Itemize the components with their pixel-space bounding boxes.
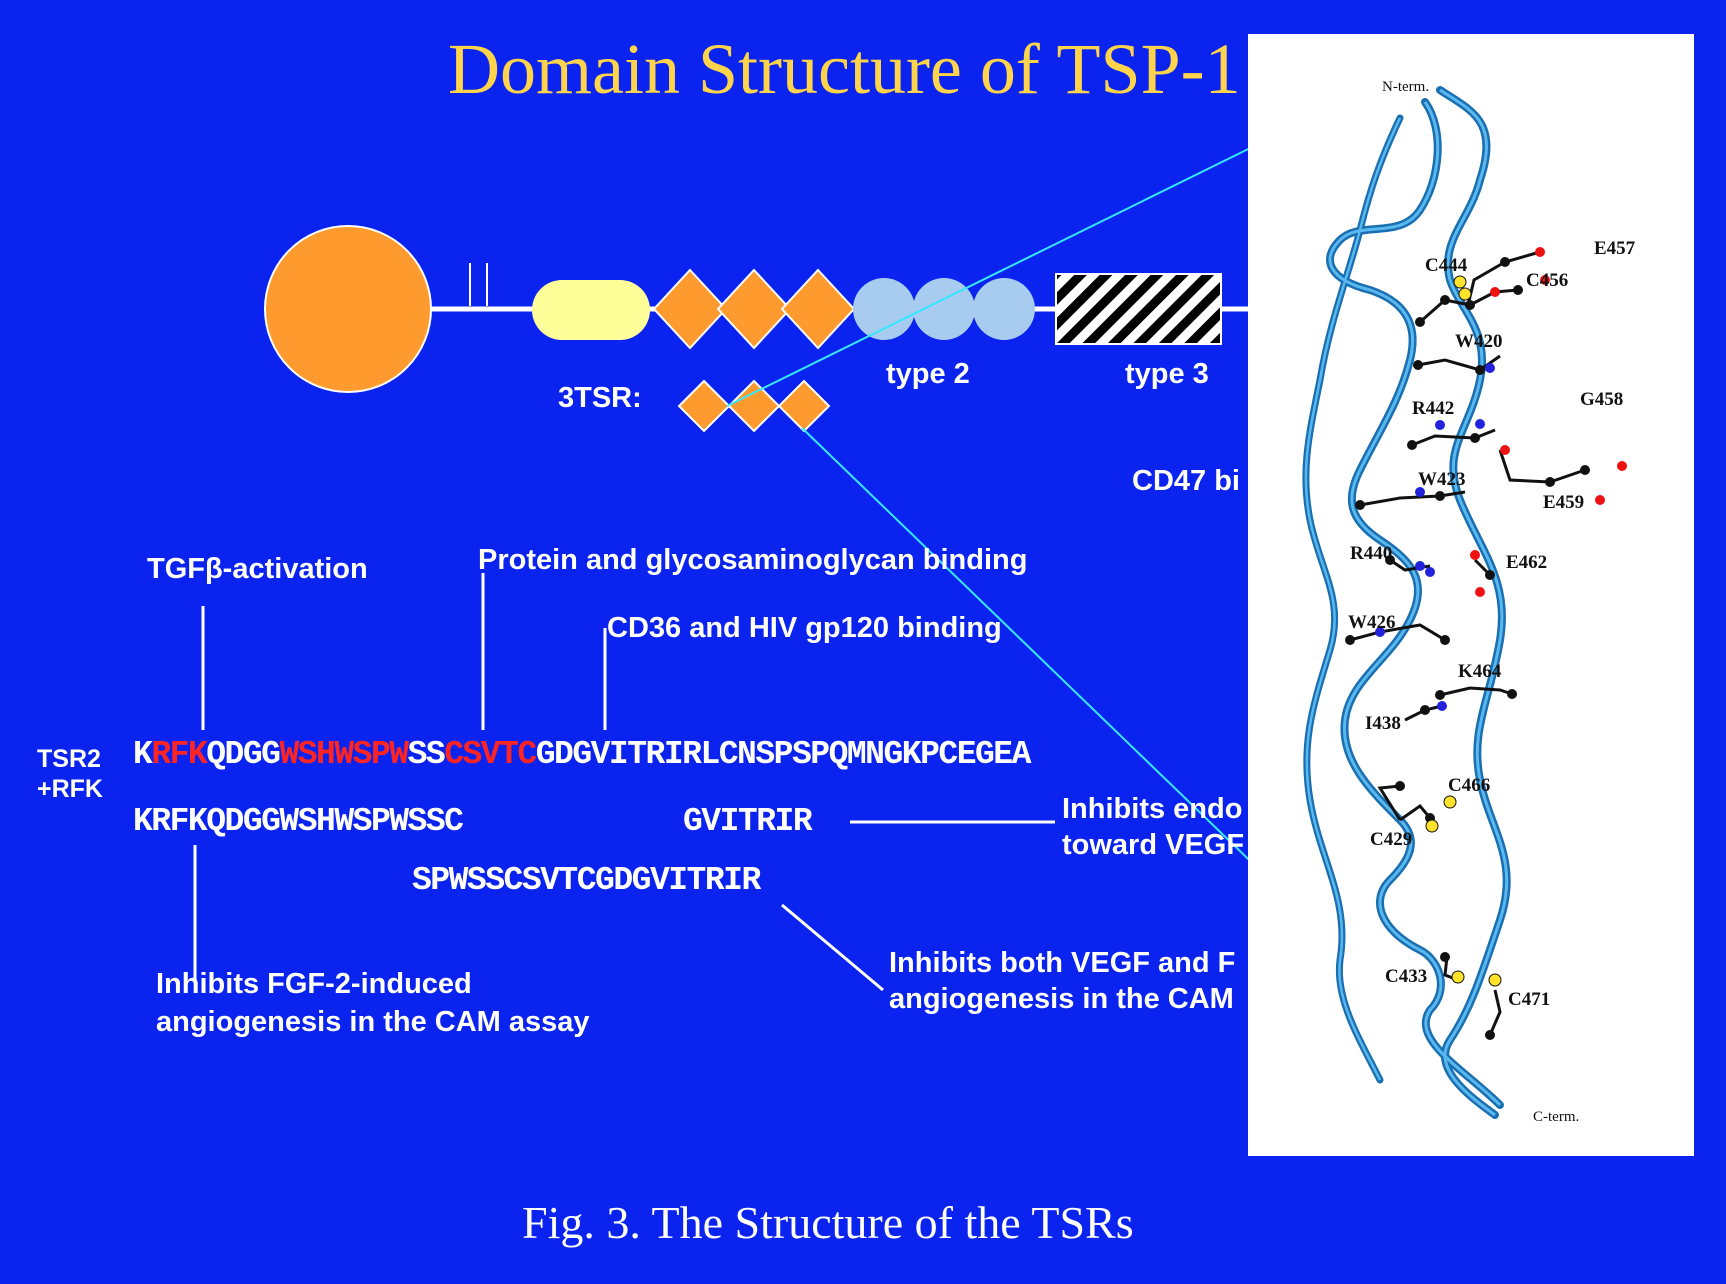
residue-label: W423: [1418, 469, 1466, 490]
inhibits-both-line2: angiogenesis in the CAM: [889, 983, 1234, 1015]
peptide-spwss: SPWSSCSVTCGDGVITRIR: [412, 862, 761, 899]
cd36-label: CD36 and HIV gp120 binding: [607, 612, 1002, 644]
tsr-diamond: [780, 268, 856, 350]
type2-repeat: [973, 278, 1035, 340]
sequence-label-line2: +RFK: [37, 775, 103, 803]
ribbon-strand-2-hl: [1439, 88, 1509, 1117]
seq-part: GDGVITRIRLCNSPSPQMNGKPCEGEA: [535, 736, 1032, 773]
inhibits-endo-line1: Inhibits endo: [1062, 793, 1243, 825]
inhibits-endo-line2: toward VEGF: [1062, 829, 1245, 861]
seq-part: QDGG: [206, 736, 281, 773]
residue-label: C429: [1370, 829, 1412, 850]
tsr3-label: 3TSR:: [558, 382, 642, 414]
residue-label: G458: [1580, 389, 1623, 410]
residue-label: R442: [1412, 398, 1454, 419]
type3-label: type 3: [1125, 358, 1209, 390]
cd47-label: CD47 bi: [1132, 465, 1240, 497]
c-term-label: C-term.: [1533, 1109, 1579, 1125]
seq-csvtc: CSVTC: [444, 736, 537, 773]
n-terminal-domain: [264, 225, 432, 393]
seq-wshwspw: WSHWSPW: [279, 736, 409, 773]
residue-label: K464: [1458, 661, 1502, 682]
residue-label: E459: [1543, 492, 1584, 513]
inhibits-both-line1: Inhibits both VEGF and F: [889, 947, 1236, 979]
small-tsr-diamond: [677, 379, 731, 433]
residue-label: W426: [1348, 612, 1396, 633]
residue-label: W420: [1455, 331, 1503, 352]
atoms-red: [1470, 247, 1627, 597]
type2-repeat: [853, 278, 915, 340]
type2-repeat: [913, 278, 975, 340]
residue-label: R440: [1350, 543, 1392, 564]
type2-label: type 2: [886, 358, 970, 390]
atoms-black: [1345, 257, 1590, 1040]
atoms-yellow: [1425, 275, 1502, 987]
n-term-label: N-term.: [1382, 79, 1429, 95]
peptide-gvitrir: GVITRIR: [683, 803, 813, 840]
spwss-pointer: [781, 903, 884, 992]
seq-part: SS: [407, 736, 446, 773]
inhibits-fgf-line2: angiogenesis in the CAM assay: [156, 1006, 590, 1038]
residue-label: C466: [1448, 775, 1490, 796]
structure-panel: [1248, 34, 1694, 1156]
type3-repeats: [1055, 273, 1222, 345]
seq-rfk: RFK: [151, 736, 207, 773]
page-title: Domain Structure of TSP-1: [448, 29, 1241, 109]
protein-gag-label: Protein and glycosaminoglycan binding: [478, 544, 1028, 576]
residue-label: C433: [1385, 966, 1427, 987]
ribbon-backbone-hl: [1328, 101, 1502, 1107]
inhibits-fgf-line1: Inhibits FGF-2-induced: [156, 968, 472, 1000]
tsr-diamond: [716, 268, 792, 350]
residue-label: E457: [1594, 238, 1636, 259]
small-tsr-diamond: [727, 379, 781, 433]
tsr2-sequence: KRFKQDGGWSHWSPWSSCSVTCGDGVITRIRLCNSPSPQM…: [133, 736, 1032, 773]
ribbon-strand-3-hl: [1304, 117, 1402, 1081]
residue-label: C444: [1425, 255, 1468, 276]
procollagen-domain: [532, 280, 650, 340]
peptide-krfk: KRFKQDGGWSHWSPWSSC: [133, 803, 464, 840]
tgf-activation-label: TGFβ-activation: [147, 553, 368, 585]
seq-part: K: [133, 736, 153, 773]
residue-label: E462: [1506, 552, 1547, 573]
residue-label: I438: [1365, 713, 1401, 734]
sequence-label-line1: TSR2: [37, 745, 101, 773]
residue-label: C456: [1526, 270, 1568, 291]
tsr-diamond: [652, 268, 728, 350]
residue-label: C471: [1508, 989, 1550, 1010]
atoms-blue: [1375, 363, 1495, 711]
figure-caption: Fig. 3. The Structure of the TSRs: [522, 1197, 1134, 1248]
